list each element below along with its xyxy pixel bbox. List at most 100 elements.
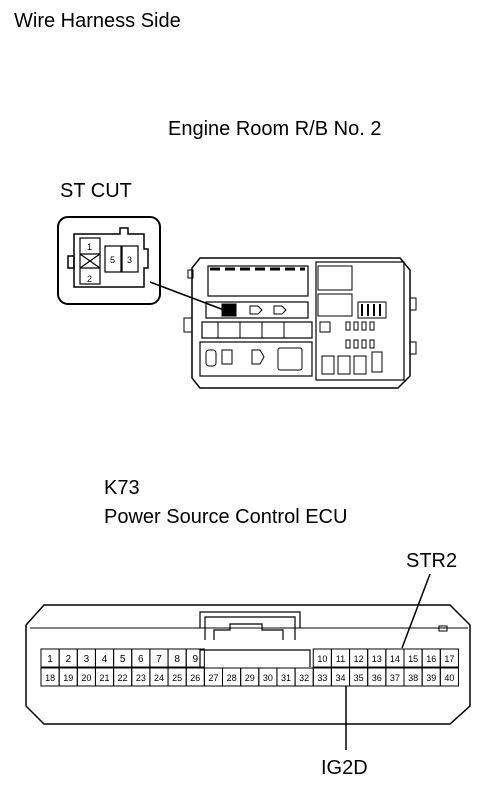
ecu-pin-label: 30	[263, 673, 273, 683]
ecu-pin-label: 9	[192, 654, 198, 665]
ecu-pin-label: 33	[317, 673, 327, 683]
ecu-pin-label: 35	[354, 673, 364, 683]
ecu-pin-34: 34	[330, 667, 351, 687]
ecu-pin-label: 15	[408, 654, 418, 664]
ecu-connector-body	[25, 604, 471, 725]
relay-pin-5: 5	[110, 255, 115, 265]
ecu-pin-32: 32	[294, 667, 314, 687]
relay-block-body	[191, 257, 411, 389]
ecu-pin-label: 17	[444, 654, 454, 664]
ecu-pin-3: 3	[76, 648, 96, 668]
callout-str2: STR2	[406, 550, 458, 572]
st-cut-relay-position	[221, 303, 237, 317]
ecu-pin-label: 31	[281, 673, 291, 683]
ecu-pin-20: 20	[76, 667, 96, 687]
ecu-pin-5: 5	[113, 648, 133, 668]
ecu-pin-29: 29	[240, 667, 260, 687]
callout-ig2d: IG2D	[321, 757, 368, 779]
ecu-pin-16: 16	[421, 648, 441, 668]
ecu-pin-23: 23	[131, 667, 151, 687]
ecu-pin-12: 12	[349, 648, 369, 668]
relay-inset-frame	[57, 216, 161, 305]
ecu-pin-label: 14	[390, 654, 400, 664]
relay-leader-line	[149, 281, 225, 311]
ecu-pin-label: 1	[47, 654, 53, 665]
ecu-pin-6: 6	[131, 648, 151, 668]
ecu-pin-4: 4	[94, 648, 115, 668]
ecu-pin-31: 31	[276, 667, 296, 687]
relay-inset	[57, 216, 161, 305]
relay-pin-3: 3	[127, 255, 132, 265]
relay-pin-labels: 1 2 5 3	[87, 242, 132, 284]
ecu-pin-15: 15	[403, 648, 423, 668]
ecu-pin-label: 22	[118, 673, 128, 683]
relay-block	[183, 257, 417, 389]
ecu-pin-label: 12	[354, 654, 364, 664]
ecu-pin-label: 6	[138, 654, 144, 665]
ecu-pin-label: 27	[208, 673, 218, 683]
ecu-pin-label: 18	[45, 673, 55, 683]
ecu-pin-28: 28	[222, 667, 242, 687]
ecu-pin-label: 36	[372, 673, 382, 683]
ecu-pin-7: 7	[149, 648, 169, 668]
relay-pin-2: 2	[87, 274, 92, 284]
ecu-latch	[199, 611, 301, 628]
ecu-pin-25: 25	[167, 667, 187, 687]
ecu-pin-18: 18	[40, 667, 60, 687]
ecu-connector	[25, 604, 471, 725]
ecu-connector-code: K73	[104, 477, 140, 499]
ecu-pin-14: 14	[385, 648, 405, 668]
ecu-pin-label: 32	[299, 673, 309, 683]
ecu-pin-22: 22	[113, 667, 133, 687]
ecu-pin-26: 26	[185, 667, 205, 687]
ecu-pin-label: 16	[426, 654, 436, 664]
ecu-pin-label: 29	[245, 673, 255, 683]
ecu-pin-label: 19	[63, 673, 73, 683]
str2-leader-line	[401, 573, 431, 649]
ecu-pin-label: 7	[156, 654, 162, 665]
ecu-name: Power Source Control ECU	[104, 506, 348, 528]
ecu-pin-label: 3	[84, 654, 90, 665]
ecu-pin-24: 24	[149, 667, 169, 687]
ecu-pin-40: 40	[439, 667, 459, 687]
ecu-pin-label: 26	[190, 673, 200, 683]
relay-key	[67, 255, 75, 269]
ecu-pin-label: 25	[172, 673, 182, 683]
ecu-pin-label: 34	[335, 673, 345, 683]
ecu-pin-label: 24	[154, 673, 164, 683]
ecu-pin-10: 10	[312, 648, 332, 668]
ecu-pin-21: 21	[94, 667, 115, 687]
ecu-pin-11: 11	[330, 648, 351, 668]
page-title: Wire Harness Side	[14, 10, 181, 32]
ecu-pin-label: 4	[102, 654, 108, 665]
ecu-pin-label: 21	[100, 673, 110, 683]
relay-block-title: Engine Room R/B No. 2	[168, 118, 382, 140]
ecu-pin-19: 19	[58, 667, 78, 687]
ecu-pin-label: 38	[408, 673, 418, 683]
ecu-pin-9: 9	[185, 648, 205, 668]
ecu-pin-label: 11	[336, 654, 345, 664]
ecu-pin-37: 37	[385, 667, 405, 687]
ecu-pin-label: 39	[426, 673, 436, 683]
relay-pin-1: 1	[87, 242, 92, 252]
ecu-pin-35: 35	[349, 667, 369, 687]
ecu-pin-8: 8	[167, 648, 187, 668]
ecu-pin-1: 1	[40, 648, 60, 668]
relay-label: ST CUT	[60, 180, 132, 202]
ecu-pin-label: 8	[174, 654, 180, 665]
ecu-pin-label: 40	[444, 673, 454, 683]
ecu-pin-30: 30	[258, 667, 278, 687]
ecu-pin-33: 33	[312, 667, 332, 687]
relay-connector-body	[73, 227, 149, 288]
ecu-pin-label: 10	[317, 654, 327, 664]
ecu-pin-label: 28	[227, 673, 237, 683]
ecu-pin-36: 36	[367, 667, 387, 687]
ecu-pin-label: 13	[372, 654, 382, 664]
ecu-pin-label: 20	[81, 673, 91, 683]
ecu-pin-label: 37	[390, 673, 400, 683]
ecu-pin-38: 38	[403, 667, 423, 687]
ecu-pin-label: 23	[136, 673, 146, 683]
ecu-pin-39: 39	[421, 667, 441, 687]
